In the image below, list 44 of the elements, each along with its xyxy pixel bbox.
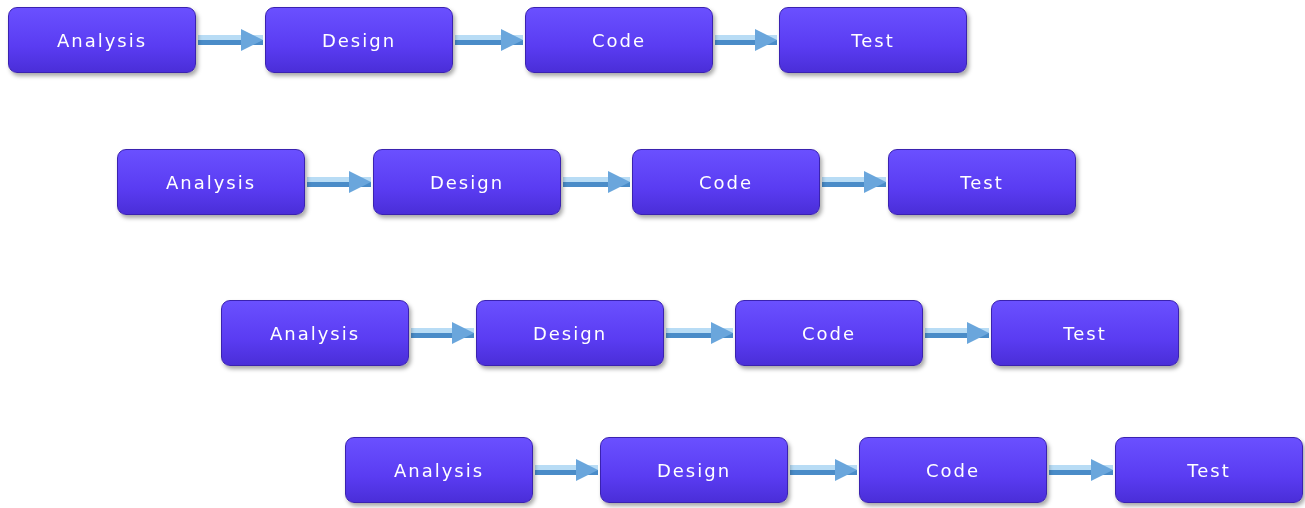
process-box xyxy=(265,7,453,73)
arrow xyxy=(822,171,886,193)
arrow xyxy=(455,29,523,51)
process-box xyxy=(888,149,1076,215)
process-box xyxy=(8,7,196,73)
box-label: Test xyxy=(851,29,895,51)
box-label: Analysis xyxy=(269,322,361,344)
box-label: Code xyxy=(698,171,754,193)
arrow xyxy=(1049,459,1113,481)
process-box xyxy=(476,300,664,366)
arrow xyxy=(535,459,598,481)
box-label: Analysis xyxy=(165,171,257,193)
box-label: Analysis xyxy=(56,29,148,51)
box-label: Test xyxy=(1187,459,1231,481)
arrow xyxy=(198,29,263,51)
box-label: Design xyxy=(656,459,732,481)
process-box xyxy=(221,300,409,366)
box-label: Design xyxy=(429,171,505,193)
arrow xyxy=(411,322,474,344)
process-box xyxy=(525,7,713,73)
arrow xyxy=(715,29,777,51)
process-box xyxy=(859,437,1047,503)
arrow xyxy=(925,322,989,344)
box-label: Design xyxy=(532,322,608,344)
process-box xyxy=(1115,437,1303,503)
process-box xyxy=(373,149,561,215)
box-label: Analysis xyxy=(393,459,485,481)
arrow xyxy=(790,459,857,481)
process-box xyxy=(779,7,967,73)
box-label: Design xyxy=(321,29,397,51)
box-label: Test xyxy=(960,171,1004,193)
arrow xyxy=(666,322,733,344)
box-label: Test xyxy=(1063,322,1107,344)
arrow xyxy=(307,171,371,193)
box-label: Code xyxy=(801,322,857,344)
process-box xyxy=(991,300,1179,366)
process-box xyxy=(632,149,820,215)
process-box xyxy=(600,437,788,503)
box-label: Code xyxy=(591,29,647,51)
process-box xyxy=(345,437,533,503)
box-label: Code xyxy=(925,459,981,481)
process-box xyxy=(117,149,305,215)
arrow xyxy=(563,171,630,193)
process-box xyxy=(735,300,923,366)
